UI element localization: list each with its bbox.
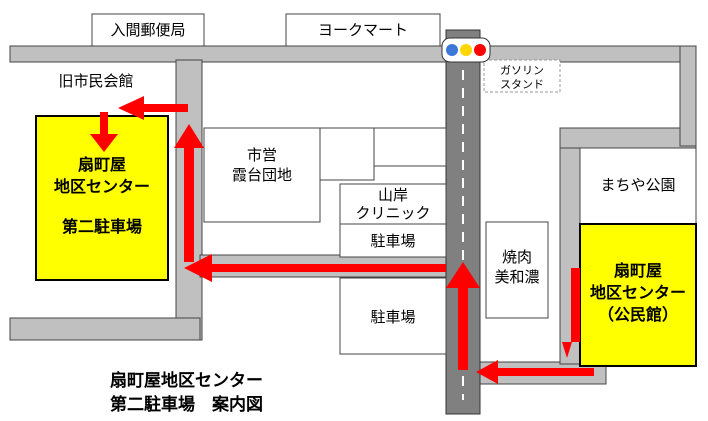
center-label-2: 地区センター <box>590 283 686 302</box>
yakiniku-label-2: 美和濃 <box>494 268 539 286</box>
parking-small-box <box>339 223 447 258</box>
parking-small-label: 駐車場 <box>370 232 415 250</box>
map-caption-line2: 第二駐車場 案内図 <box>110 394 263 415</box>
machiya-park-label: まちや公園 <box>600 176 675 194</box>
road-left-bottom <box>9 317 201 341</box>
yamagishi-label-1: 山岸 <box>378 186 408 204</box>
yamagishi-box <box>339 183 447 225</box>
road-top <box>9 45 697 63</box>
route-arrow-icon <box>562 268 580 358</box>
gas-station-label-1: ガソリン <box>500 64 544 77</box>
gas-station-label-2: スタンド <box>500 78 544 91</box>
second-lot-label-1: 扇町屋 <box>78 155 126 174</box>
yorku-mart-box <box>285 13 441 47</box>
parking-large-box <box>339 277 447 355</box>
road-right-edge <box>679 45 697 147</box>
yorku-mart-label: ヨークマート <box>318 21 408 39</box>
old-civic-hall-label: 旧市民会館 <box>58 72 133 90</box>
machiya-park-box <box>579 147 697 225</box>
route-arrow-icon <box>184 254 446 282</box>
route-arrow-icon <box>174 124 204 262</box>
municipal-housing-box <box>203 127 321 223</box>
municipal-housing-label-2: 霞台団地 <box>232 166 292 184</box>
route-arrow-icon <box>446 262 480 370</box>
parking-large-label: 駐車場 <box>370 308 415 326</box>
yamagishi-label-2: クリニック <box>355 204 430 222</box>
second-lot-label-2: 地区センター <box>54 177 150 196</box>
district-center <box>579 223 697 367</box>
route-arrows <box>90 96 594 384</box>
route-arrow-icon <box>118 96 188 120</box>
post-office-label: 入間郵便局 <box>110 21 185 39</box>
block-small-b <box>373 127 447 167</box>
center-label-3: （公民館） <box>598 305 678 324</box>
yakiniku-label-1: 焼肉 <box>502 248 532 266</box>
block-small-a <box>319 127 375 181</box>
road-right-horizontal <box>559 127 697 149</box>
gas-station-box <box>483 59 561 93</box>
map-caption-line1: 扇町屋地区センター <box>110 370 263 391</box>
second-lot-label-3: 第二駐車場 <box>62 217 142 236</box>
post-office-box <box>91 13 205 47</box>
yakiniku-box <box>485 221 549 319</box>
municipal-housing-label-1: 市営 <box>247 146 277 164</box>
route-arrow-icon <box>476 360 594 384</box>
route-arrow-icon <box>90 112 118 152</box>
traffic-signal-icon <box>441 37 491 63</box>
center-label-1: 扇町屋 <box>614 261 662 280</box>
blocks <box>91 13 697 355</box>
